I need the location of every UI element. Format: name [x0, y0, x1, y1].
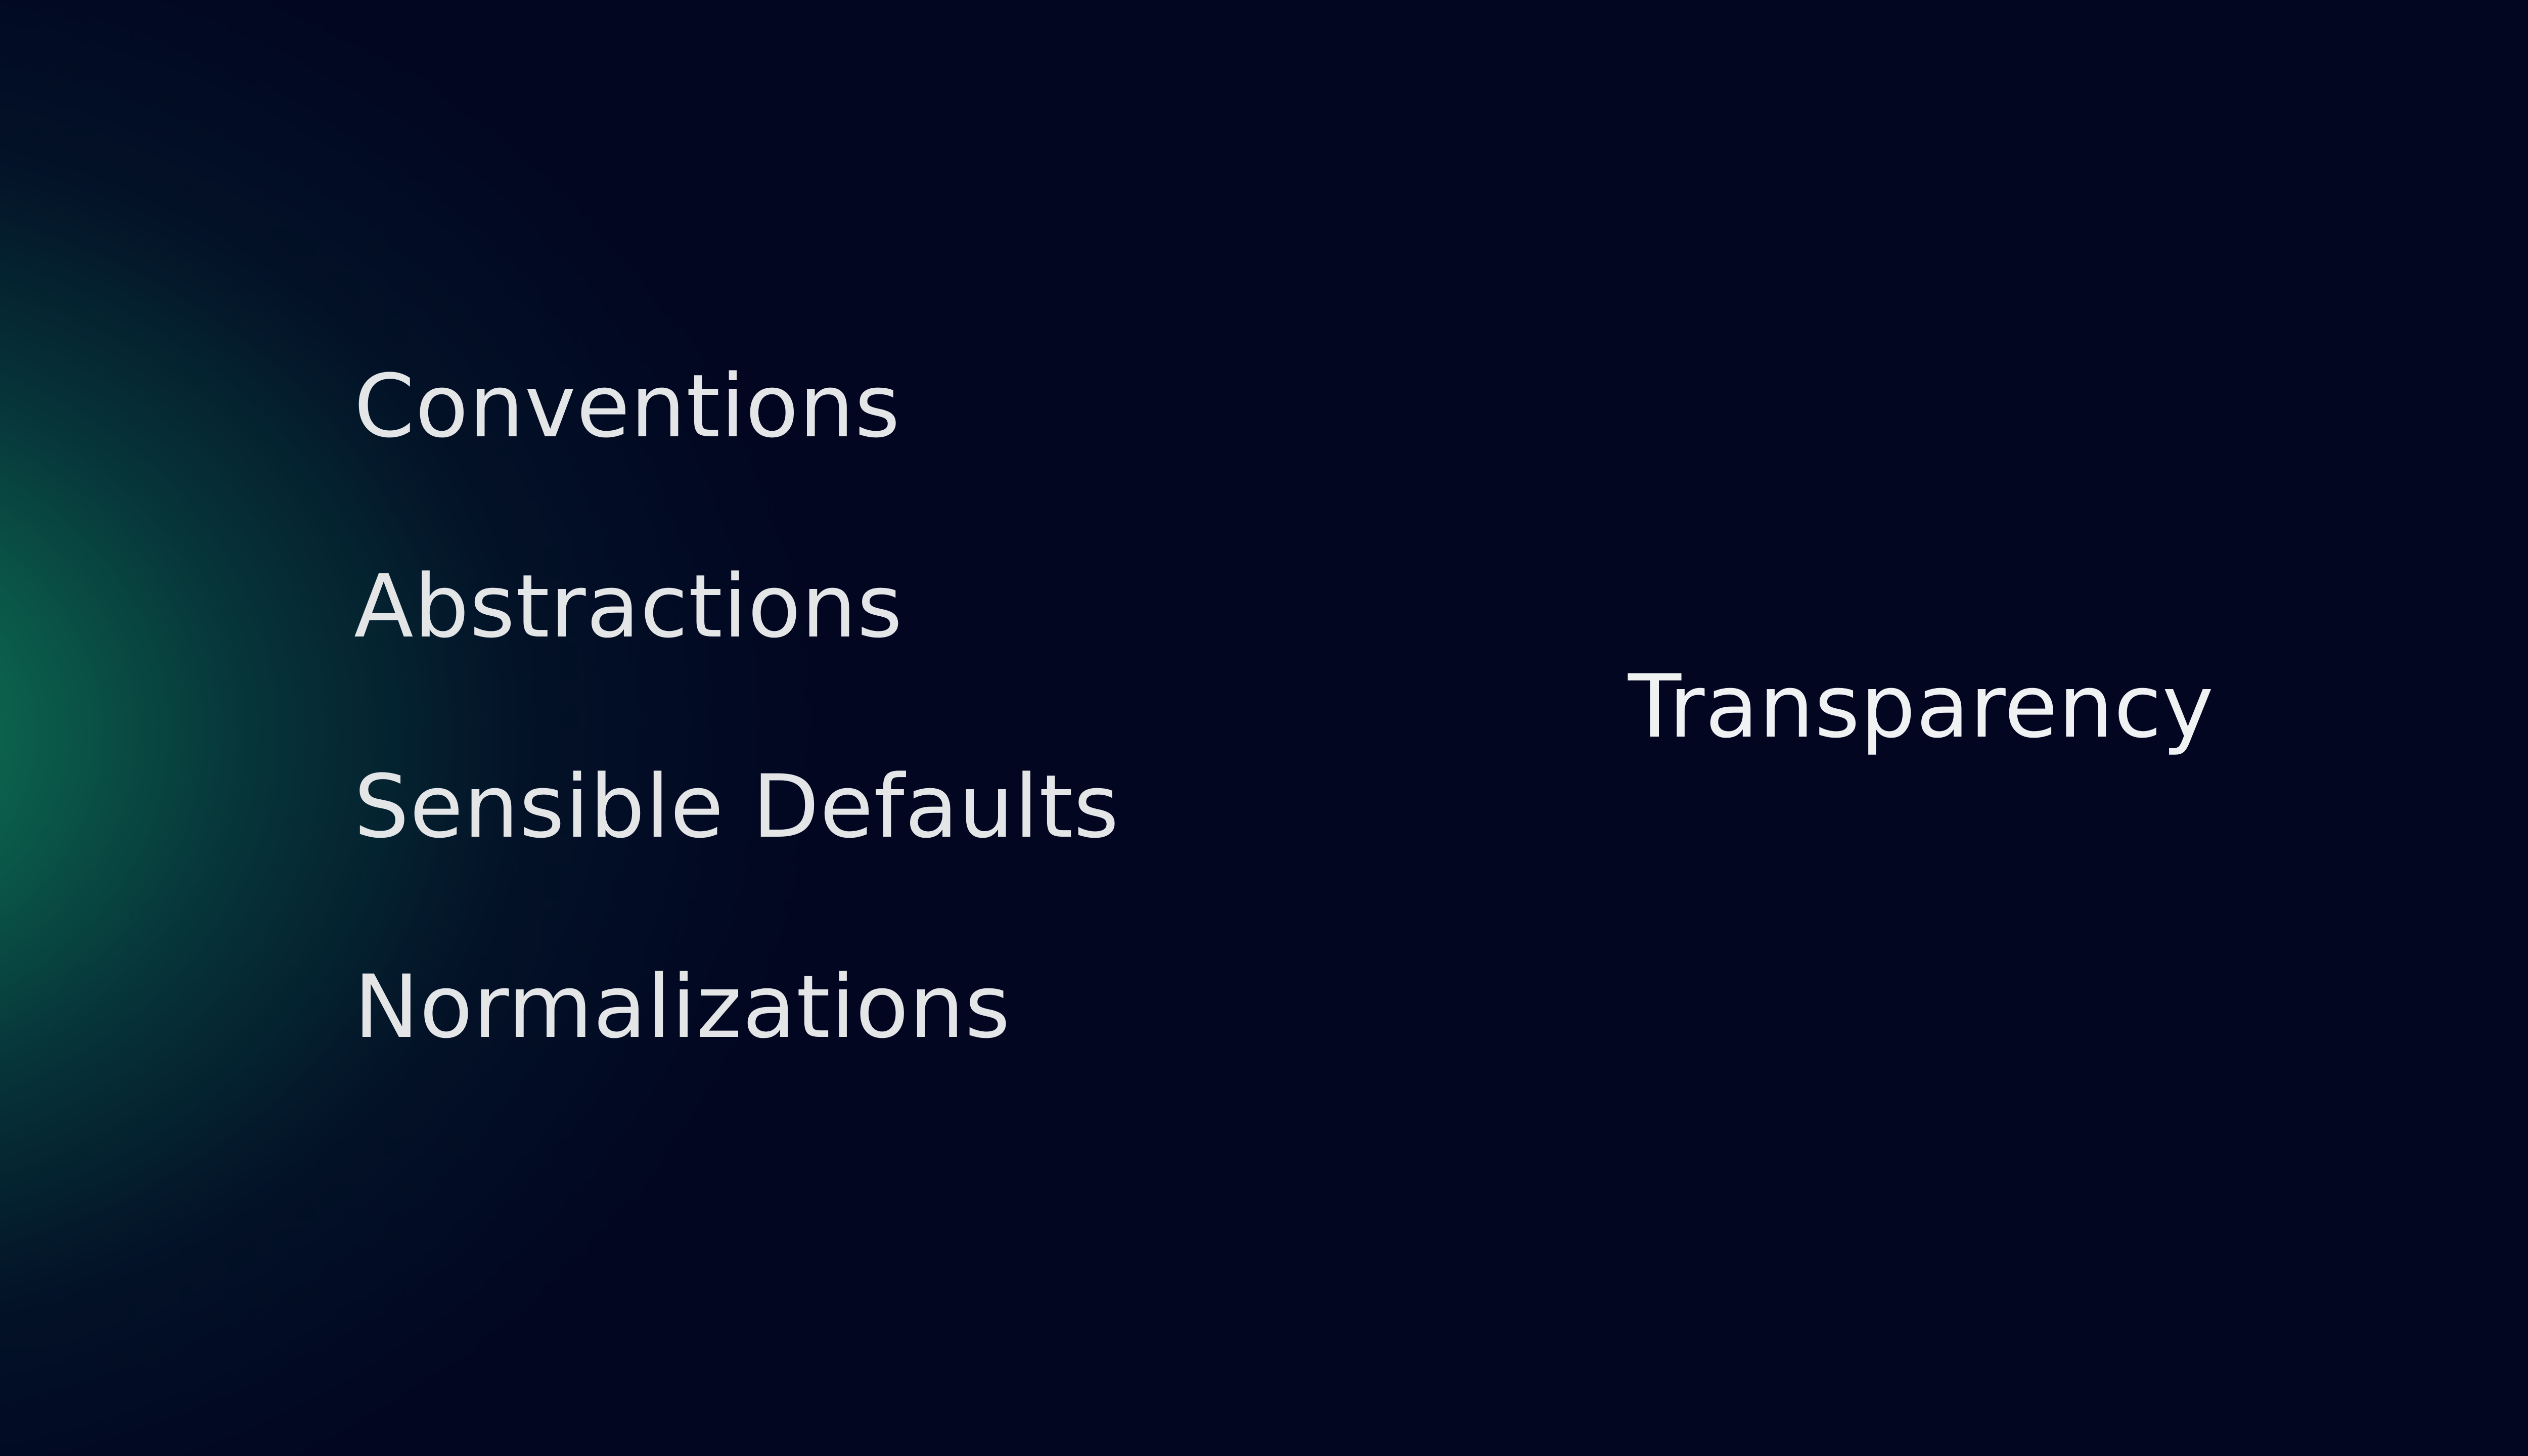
list-item-sensible-defaults: Sensible Defaults — [354, 756, 1119, 857]
list-item-normalizations: Normalizations — [354, 956, 1011, 1058]
list-item-conventions: Conventions — [354, 355, 901, 457]
transparency-label: Transparency — [1628, 656, 2215, 757]
left-text-list: Conventions Abstractions Sensible Defaul… — [354, 0, 1264, 1456]
list-item-abstractions: Abstractions — [354, 556, 903, 657]
